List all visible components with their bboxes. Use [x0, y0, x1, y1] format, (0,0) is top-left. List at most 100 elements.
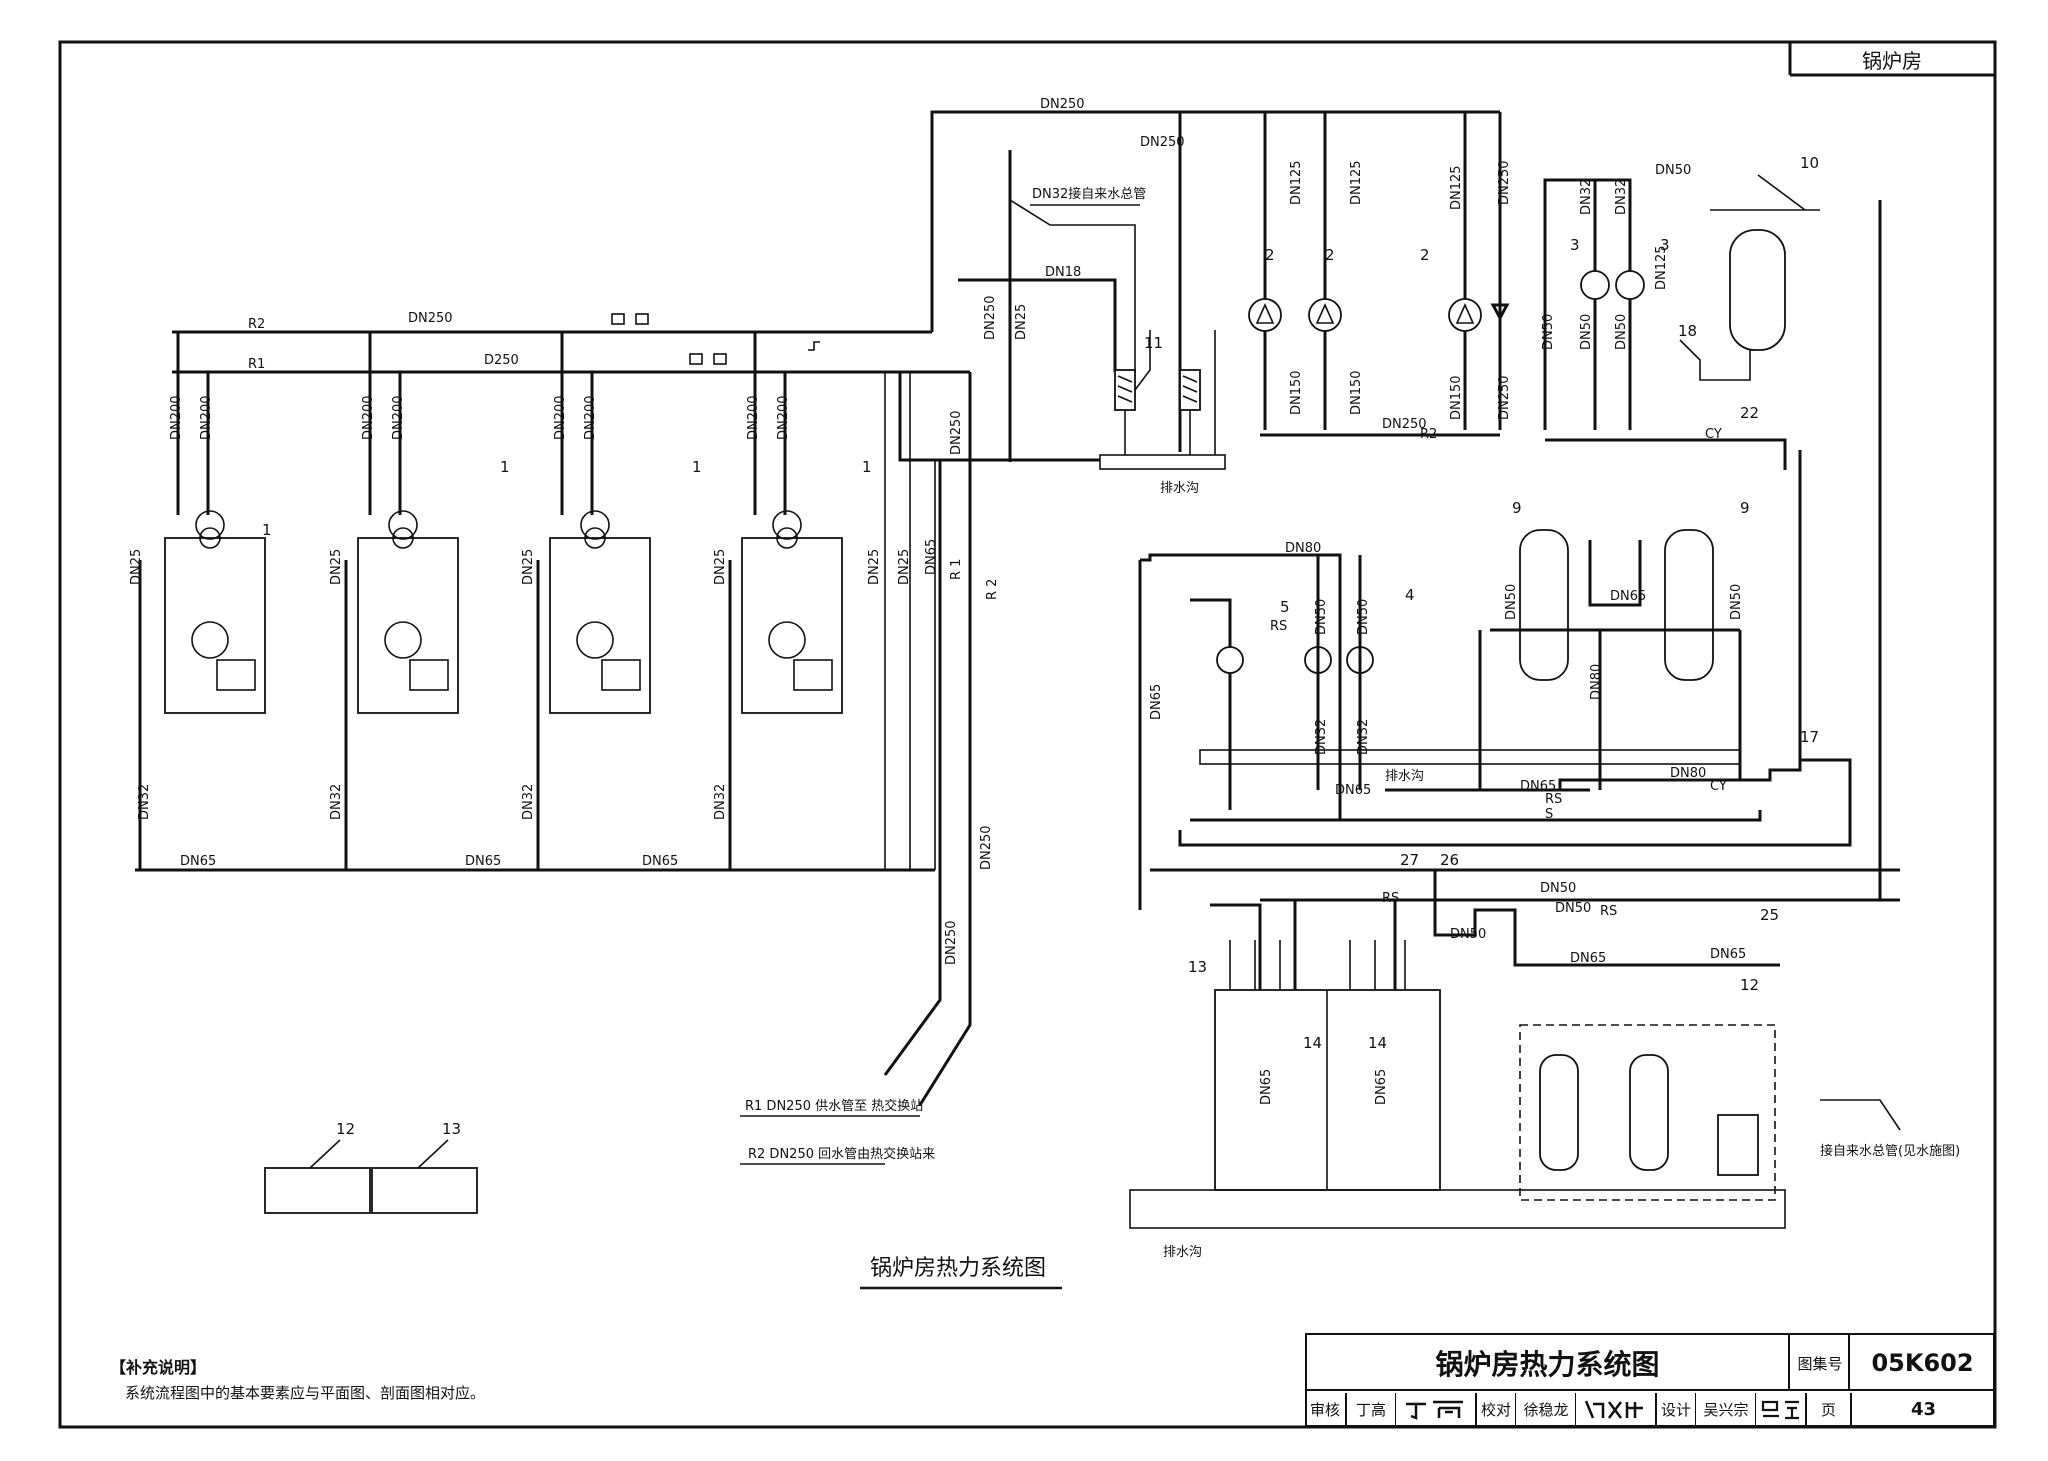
diagram-line: [357, 537, 459, 714]
r1-short-label: R 1: [949, 559, 964, 580]
diagram-label: DN200: [746, 395, 761, 440]
header-category: 锅炉房: [1862, 48, 1922, 73]
dn25-vert-label: DN25: [1014, 304, 1029, 340]
diagram-label: DN80: [1285, 541, 1321, 556]
diagram-label: DN25: [867, 549, 882, 585]
diagram-line: [1820, 1099, 1901, 1131]
diagram-label: DN50: [1540, 881, 1576, 896]
diagram-line: [409, 659, 449, 691]
diagram-line: [1580, 270, 1610, 300]
diagram-label: DN65: [180, 854, 216, 869]
diagram-label: DN25: [521, 549, 536, 585]
diagram-line: [1190, 810, 1762, 822]
dn250-vert-label-3: DN250: [949, 410, 964, 455]
checker-signature-mark: [1584, 1400, 1643, 1419]
diagram-line: [741, 537, 843, 714]
check-label: 校对: [1477, 1393, 1516, 1425]
diagram-line: [1615, 270, 1645, 300]
diagram-title: 锅炉房热力系统图: [870, 1256, 1046, 1281]
diagram-line: [1455, 303, 1475, 324]
legend-box-12: [264, 1167, 371, 1214]
diagram-label: DN32: [1314, 719, 1329, 755]
diagram-line: [776, 527, 798, 549]
diagram-line: [392, 527, 414, 549]
header-dn250-label: DN250: [408, 311, 453, 326]
diagram-label: DN150: [1289, 370, 1304, 415]
top-dn250-label: DN250: [1040, 97, 1085, 112]
diagram-line: [216, 659, 256, 691]
r2-main-riser: [930, 110, 1500, 332]
diagram-label: DN65: [642, 854, 678, 869]
diagram-label: RS: [1600, 904, 1617, 919]
drain-trench-bottom: [1129, 1189, 1786, 1229]
deaerator-9b: [1664, 529, 1714, 681]
diagram-line: [549, 537, 651, 714]
diagram-label: 25: [1760, 906, 1779, 924]
diagram-label: R2: [1420, 427, 1437, 442]
diagram-label: S: [1545, 807, 1553, 822]
diagram-line: [713, 353, 727, 365]
diagram-label: DN32: [329, 784, 344, 820]
diagram-label: 22: [1740, 404, 1759, 422]
diagram-label: DN150: [1349, 370, 1364, 415]
diagram-label: 1: [692, 458, 702, 476]
diagram-line: [1545, 438, 1787, 470]
diagram-line: [1385, 778, 1740, 792]
dn250-vert-label-2: DN250: [944, 920, 959, 965]
dn250-vert-label-4: DN250: [983, 295, 998, 340]
drain-label-1: 排水沟: [1160, 481, 1199, 496]
diagram-label: DN50: [1541, 314, 1556, 350]
diagram-label: DN65: [1610, 589, 1646, 604]
diagram-line: [1490, 540, 1740, 632]
diagram-label: 排水沟: [1385, 769, 1424, 784]
diagram-label: DN125: [1449, 165, 1464, 210]
diagram-label: DN250: [1497, 160, 1512, 205]
diagram-line: [309, 1139, 341, 1169]
diagram-label: DN65: [1520, 779, 1556, 794]
city-water-callout: 接自来水总管(见水施图): [1820, 1143, 1960, 1159]
diagram-label: DN65: [924, 539, 939, 575]
diagram-label: DN200: [553, 395, 568, 440]
diagram-line: [898, 372, 1060, 462]
diagram-label: DN65: [1259, 1069, 1274, 1105]
diagram-line: [793, 659, 833, 691]
diagram-label: DN200: [361, 395, 376, 440]
circulation-pumps: 2 2 2 DN125 DN125 DN125 DN250 DN150 DN15…: [1248, 112, 1512, 442]
diagram-line: [1124, 330, 1216, 455]
diagram-label: 1: [862, 458, 872, 476]
diagram-label: 13: [1188, 958, 1207, 976]
diagram-label: DN65: [1335, 783, 1371, 798]
r1-label: R1: [248, 357, 265, 372]
notes-body: 系统流程图中的基本要素应与平面图、剖面图相对应。: [125, 1383, 486, 1402]
equip-11-label: 11: [1144, 334, 1163, 352]
diagram-line: [576, 621, 614, 659]
diagram-line: [884, 372, 936, 870]
diagram-line: [191, 621, 229, 659]
diagram-line: [344, 510, 459, 870]
diagram-label: CY: [1710, 779, 1727, 794]
diagram-label: DN32: [1579, 179, 1594, 215]
diagram-label: RS: [1545, 792, 1562, 807]
diagram-label: DN150: [1449, 375, 1464, 420]
diagram-label: 2: [1265, 246, 1275, 264]
diagram-label: 12: [1740, 976, 1759, 994]
diagram-line: [611, 313, 625, 325]
diagram-label: DN65: [1570, 951, 1606, 966]
diagram-line: [1433, 870, 1780, 967]
diagram-line: [1117, 375, 1198, 403]
diagram-line: [689, 353, 703, 365]
diagram-label: 1: [262, 521, 272, 539]
diagram-label: DN200: [583, 395, 598, 440]
diagram-label: DN200: [199, 395, 214, 440]
legend-12-label: 12: [336, 1120, 355, 1138]
r2-return-callout: R2 DN250 回水管由热交换站来: [748, 1146, 935, 1162]
diagram-label: DN25: [713, 549, 728, 585]
diagram-label: DN65: [1374, 1069, 1389, 1105]
diagram-label: 14: [1368, 1034, 1387, 1052]
diagram-label: DN65: [465, 854, 501, 869]
diagram-label: DN32: [137, 784, 152, 820]
diagram-line: [1009, 199, 1136, 372]
diagram-label: 4: [1405, 586, 1415, 604]
diagram-label: DN250: [1497, 375, 1512, 420]
diagram-label: 9: [1512, 499, 1522, 517]
